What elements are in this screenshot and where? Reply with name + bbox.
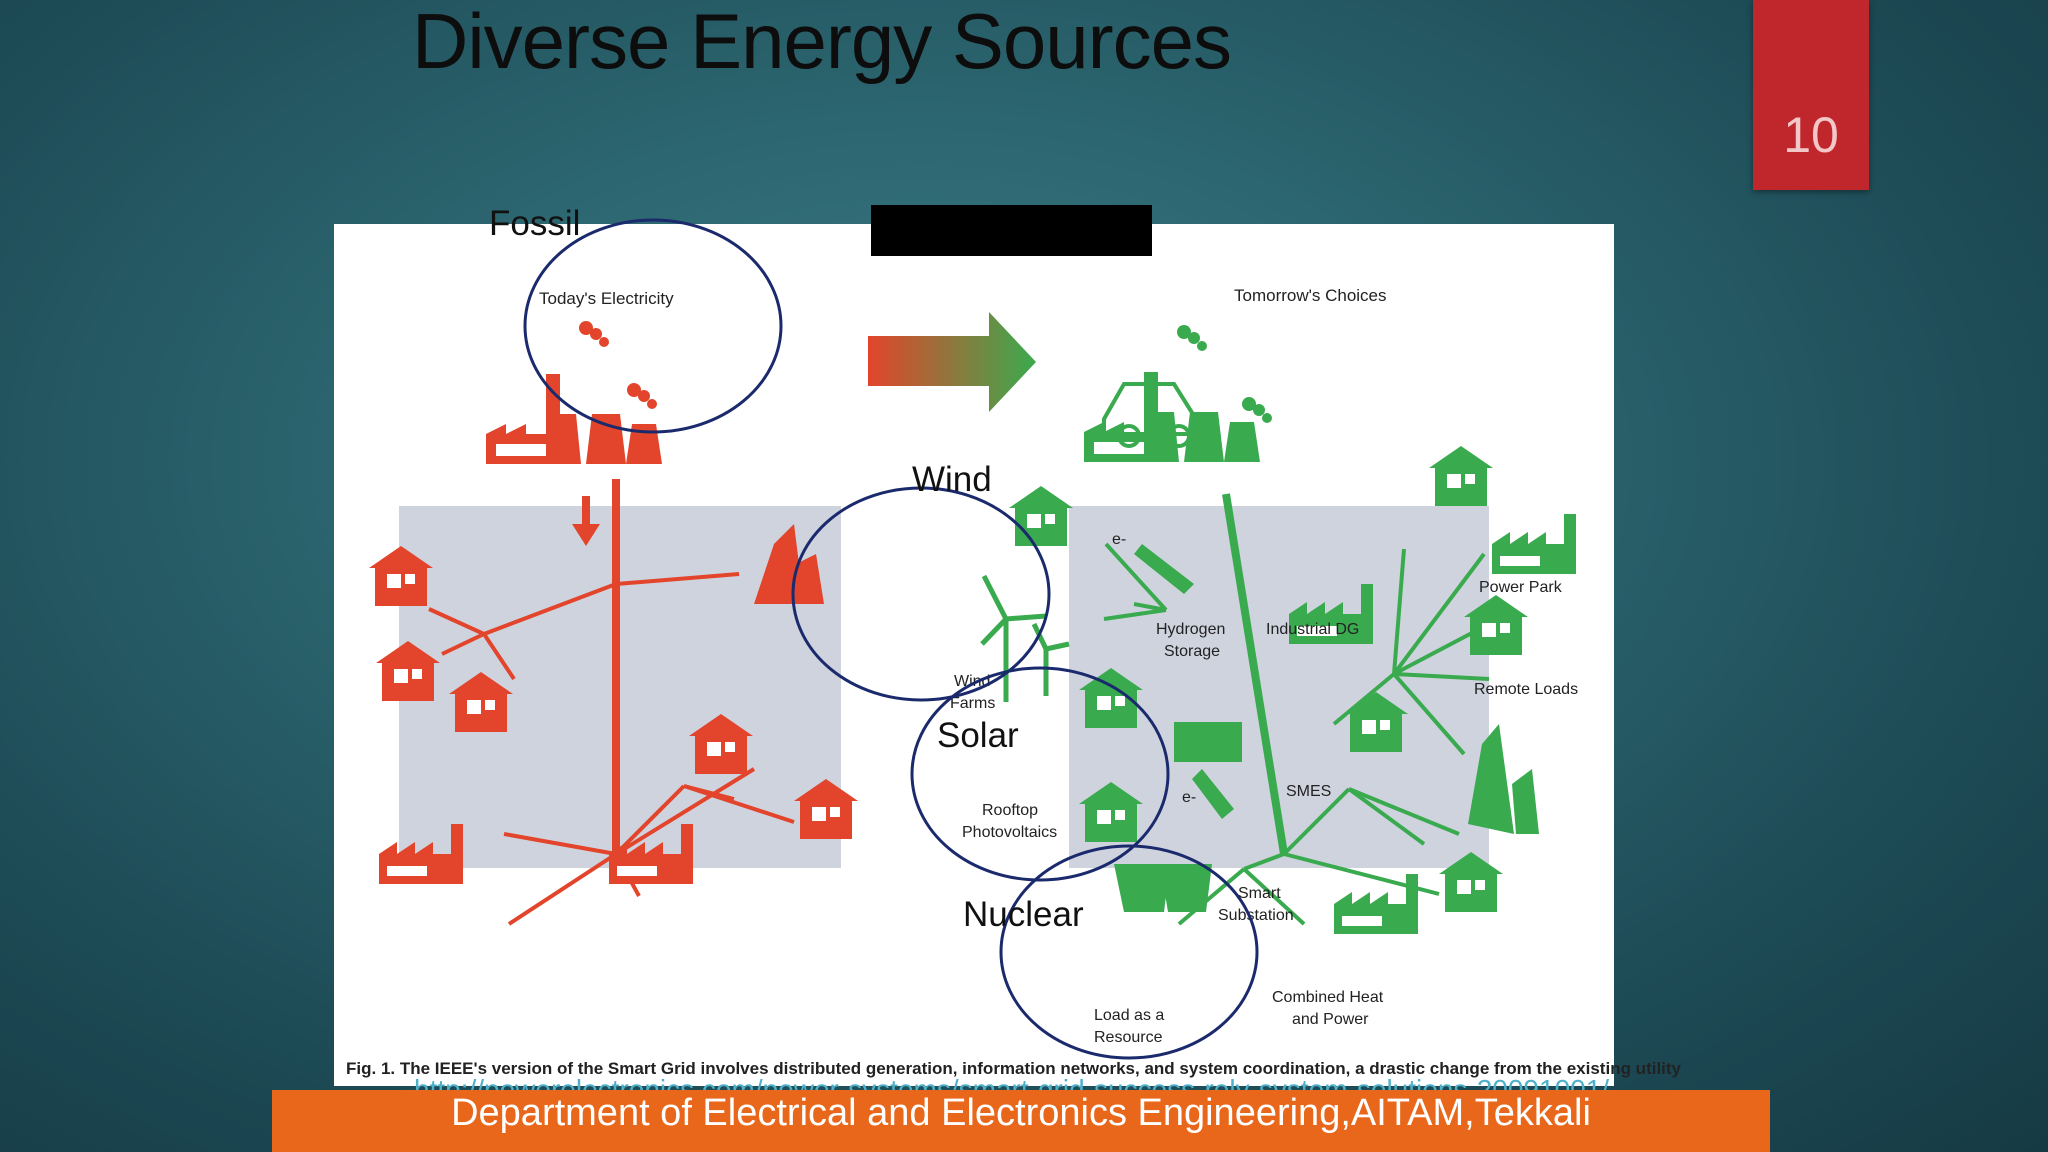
smart-grid-figure: Today's Electricity Tomorrow's Choices xyxy=(334,218,1682,1086)
slide-footer: Department of Electrical and Electronics… xyxy=(272,1090,1770,1152)
label-smart: Smart xyxy=(1238,885,1281,902)
label-farms: Farms xyxy=(950,695,995,712)
page-number-tag: 10 xyxy=(1753,0,1869,190)
annotation-nuclear: Nuclear xyxy=(963,895,1084,934)
annotation-wind: Wind xyxy=(912,460,992,499)
label-smes: SMES xyxy=(1286,783,1331,800)
legacy-power-plant xyxy=(486,321,662,464)
label-storage: Storage xyxy=(1164,643,1220,660)
down-arrow-icon xyxy=(572,496,600,546)
slide-title: Diverse Energy Sources xyxy=(412,0,1232,85)
label-photovoltaics: Photovoltaics xyxy=(962,824,1057,841)
label-electron-2: e- xyxy=(1182,789,1196,806)
wind-turbine-icon xyxy=(980,574,1070,702)
annotation-fossil: Fossil xyxy=(489,204,581,243)
figure-caption: Fig. 1. The IEEE's version of the Smart … xyxy=(346,1059,1682,1078)
label-electron-1: e- xyxy=(1112,531,1126,548)
label-combined-heat: Combined Heat xyxy=(1272,989,1384,1006)
label-load-as-a: Load as a xyxy=(1094,1007,1164,1024)
label-rooftop: Rooftop xyxy=(982,802,1038,819)
label-and-power: and Power xyxy=(1292,1011,1369,1028)
legacy-loads xyxy=(369,524,858,884)
label-hydrogen: Hydrogen xyxy=(1156,621,1225,638)
label-wind: Wind xyxy=(954,673,990,690)
label-remote-loads: Remote Loads xyxy=(1474,681,1578,698)
highlight-circles xyxy=(523,218,1259,1060)
label-resource: Resource xyxy=(1094,1029,1163,1046)
label-industrial-dg: Industrial DG xyxy=(1266,621,1359,638)
redaction-bar xyxy=(871,205,1152,256)
smart-lines xyxy=(1103,493,1490,926)
heading-tomorrow: Tomorrow's Choices xyxy=(1234,286,1387,305)
smart-loads xyxy=(1009,446,1576,934)
heading-today: Today's Electricity xyxy=(539,289,674,308)
annotation-solar: Solar xyxy=(937,716,1019,755)
page-number: 10 xyxy=(1783,107,1839,163)
smart-grid-diagram: Today's Electricity Tomorrow's Choices xyxy=(346,218,1682,1078)
label-substation: Substation xyxy=(1218,907,1294,924)
label-power-park: Power Park xyxy=(1479,579,1563,596)
transition-arrow-icon xyxy=(868,312,1036,412)
legacy-lines xyxy=(428,479,795,926)
electric-car-icon xyxy=(1102,382,1206,448)
